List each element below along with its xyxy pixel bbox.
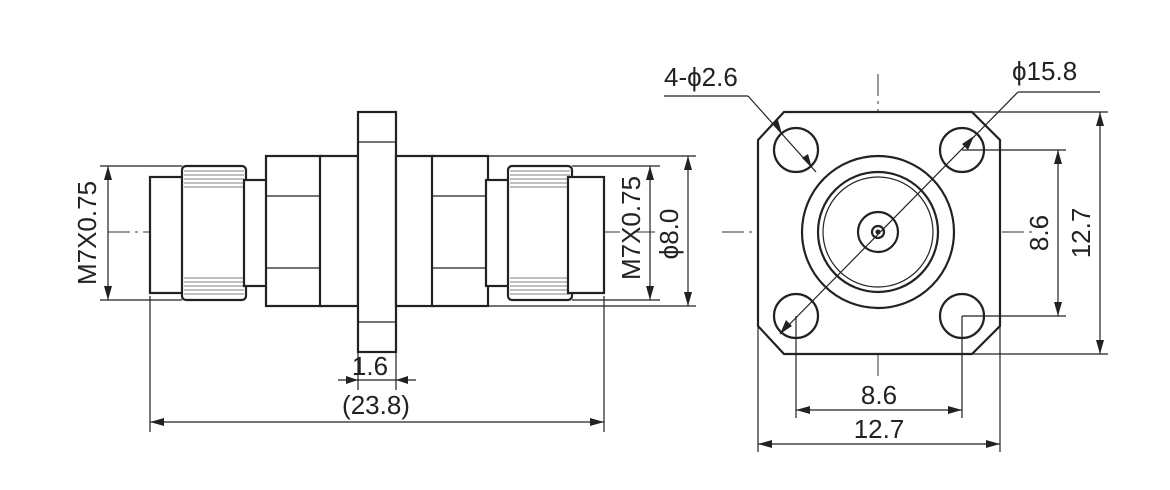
vertical-hole-spacing-label: 8.6 [1024,215,1054,251]
left-body-sleeve [318,154,360,308]
left-coupling-nut [180,164,248,302]
bolt-circle-label: ϕ15.8 [1012,56,1077,86]
center-pin [870,224,886,240]
right-hex-body [430,154,490,308]
thread-circle [816,170,940,294]
right-thread-dimension: M7X0.75 [572,165,660,301]
mounting-flange [356,110,398,354]
flange-height-dimension: 12.7 [972,111,1108,355]
left-thread-dimension: M7X0.75 [72,165,182,301]
flange-width-dimension: 12.7 [757,326,1001,452]
hole-callout-label: 4-ϕ2.6 [664,62,738,92]
mounting-hole-tl [772,126,820,174]
hole-callout: 4-ϕ2.6 [664,62,817,173]
flange-thickness-label: 1.6 [352,351,388,381]
right-neck [484,178,512,288]
right-body-sleeve [394,154,436,308]
flange-height-label: 12.7 [1066,208,1096,259]
left-plug-nose [148,175,188,295]
outer-body-circle [800,154,956,310]
front-view: ϕ15.8 4-ϕ2.6 8.6 12.7 [664,56,1108,452]
left-knurl-lines [184,170,244,295]
vertical-hole-spacing-dimension: 8.6 [962,149,1066,317]
flange-width-label: 12.7 [854,414,905,444]
left-thread-label: M7X0.75 [72,181,102,285]
right-knurl-lines [510,170,570,295]
dielectric-circle [856,210,900,254]
right-plug-nose [566,175,606,295]
flange-diameter-label: ϕ8.0 [654,209,684,260]
flange-diameter-dimension: ϕ8.0 [488,155,696,307]
horizontal-hole-spacing-label: 8.6 [861,380,897,410]
flange-thickness-dimension: 1.6 [338,351,416,390]
left-neck [242,178,270,288]
bolt-circle-dimension: ϕ15.8 [779,56,1100,335]
overall-length-dimension: (23.8) [149,296,605,432]
right-coupling-nut [506,164,574,302]
right-thread-label: M7X0.75 [616,176,646,280]
horizontal-hole-spacing-dimension: 8.6 [795,316,963,418]
side-view: M7X0.75 M7X0.75 ϕ8.0 1.6 [72,110,696,432]
left-hex-body [264,154,324,308]
inner-thread-circle [822,176,934,288]
overall-length-label: (23.8) [342,390,410,420]
